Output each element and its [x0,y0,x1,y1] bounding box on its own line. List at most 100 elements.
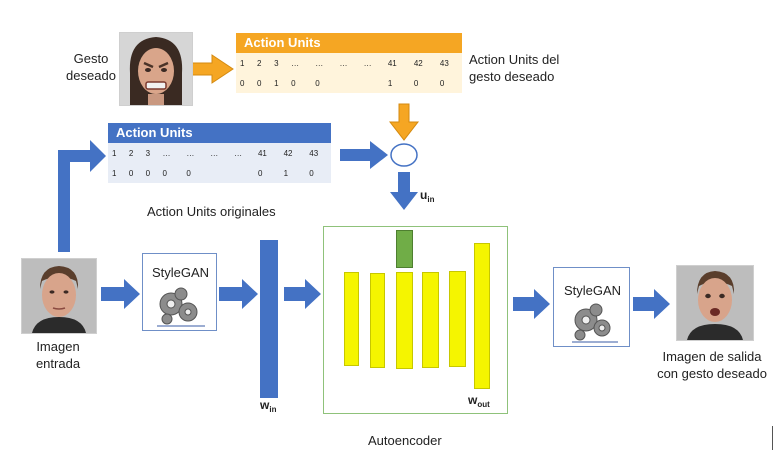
arrow-win-to-autoencoder [284,279,321,309]
original-au-index-cell: 43 [309,148,319,158]
desired-au-index-cell: 41 [387,58,397,68]
desired-au-index-cell: 3 [274,58,279,68]
decoder-bar-1 [422,272,439,368]
stylegan-right-box: StyleGAN [553,267,630,347]
desired-gesture-label-line1: Gesto [73,51,109,66]
arrow-input-to-original-au [58,140,106,252]
desired-au-value-cell: 1 [274,78,279,88]
original-au-header: Action Units [108,123,331,143]
arrow-autoencoder-to-stylegan [513,289,550,319]
desired-au-value-cell: 0 [240,78,245,88]
original-au-value-cell: 1 [283,168,289,178]
original-au-index-cell: 3 [145,148,151,158]
desired-au-value-cell: 0 [257,78,262,88]
expressive-face-icon [677,266,753,340]
input-label-line1: Imagen [36,339,80,354]
w-in-bar [260,240,278,398]
u-in-base: u [420,188,428,202]
desired-au-table: 1 2 3 … … … … 41 42 43 0 0 1 0 0 1 0 0 [236,53,462,93]
desired-au-value-cell: 0 [413,78,419,88]
gears-icon [572,303,618,343]
original-au-value-cell [230,163,254,183]
u-in-label: uin [420,188,434,204]
desired-gesture-label: Gesto deseado [58,50,124,84]
desired-au-caption-line1: Action Units del [469,52,560,67]
arrow-au-to-circle [388,103,420,141]
original-au-index-cell: … [186,148,195,158]
gears-icon [157,287,205,327]
desired-au-index-cell: 42 [413,58,423,68]
arrow-input-to-stylegan [101,279,140,309]
combiner-circle [390,143,418,167]
desired-au-caption: Action Units del gesto deseado [469,51,579,85]
input-label-line2: entrada [35,356,81,371]
w-in-label: win [260,398,276,414]
original-au-value-cell: 0 [145,168,151,178]
neutral-face-icon [22,259,96,333]
original-au-value-cell: 1 [112,168,117,178]
output-label-line2: con gesto deseado [657,366,767,381]
latent-bar [396,230,413,268]
angry-face-icon [120,33,192,105]
desired-au-index-cell: 2 [257,58,262,68]
desired-au-header: Action Units [236,33,462,53]
w-out-bar [474,243,490,389]
desired-au-index-cell: … [363,58,372,68]
desired-gesture-photo [119,32,193,106]
desired-au-index-row: 1 2 3 … … … … 41 42 43 [236,53,462,73]
original-au-value-cell [206,163,230,183]
bottleneck-bar [396,272,413,369]
encoder-bar-2 [370,273,385,368]
corner-divider [772,426,773,450]
desired-au-caption-line2: gesto deseado [469,69,555,84]
desired-au-index-cell: 43 [439,58,449,68]
arrow-gesture-to-au [191,54,234,84]
desired-au-value-cell: 0 [291,78,296,88]
desired-au-index-cell: … [315,58,324,68]
desired-au-index-cell: … [339,58,348,68]
output-label-line1: Imagen de salida [662,349,762,364]
stylegan-left-label: StyleGAN [151,265,210,280]
w-in-sub: in [269,405,277,414]
original-au-index-cell: 1 [112,148,117,158]
encoder-bar-1 [344,272,359,366]
original-au-index-cell: 42 [283,148,293,158]
desired-au-value-cell: 0 [439,78,445,88]
autoencoder-label: Autoencoder [368,433,442,448]
input-label: Imagen entrada [14,338,102,372]
desired-au-value-cell: 1 [387,78,393,88]
desired-au-index-cell: … [291,58,300,68]
w-out-sub: out [477,400,490,409]
original-au-index-cell: … [234,148,243,158]
arrow-stylegan-to-win [219,279,258,309]
original-au-index-cell: 2 [128,148,134,158]
stylegan-left-box: StyleGAN [142,253,217,331]
original-au-value-cell: 0 [162,168,167,178]
desired-au-value-cell [360,73,384,93]
arrow-original-au-to-circle [340,141,388,169]
desired-au-value-row: 0 0 1 0 0 1 0 0 [236,73,462,93]
arrow-stylegan-to-output [633,289,670,319]
w-in-base: w [260,398,270,412]
w-out-label: wout [468,393,490,409]
desired-au-index-cell: 1 [240,58,245,68]
desired-gesture-label-line2: deseado [66,68,116,83]
output-photo [676,265,754,341]
original-au-value-cell: 0 [257,168,263,178]
input-photo [21,258,97,334]
original-au-index-cell: … [162,148,171,158]
desired-au-value-cell [335,73,359,93]
arrow-circle-to-autoencoder [390,172,418,210]
decoder-bar-2 [449,271,466,367]
output-label: Imagen de salida con gesto deseado [650,348,774,382]
original-au-value-cell: 0 [309,168,314,178]
original-au-value-cell: 0 [128,168,134,178]
w-out-base: w [468,393,478,407]
desired-au-value-cell: 0 [315,78,320,88]
original-au-caption: Action Units originales [147,204,276,219]
u-in-sub: in [427,195,435,204]
